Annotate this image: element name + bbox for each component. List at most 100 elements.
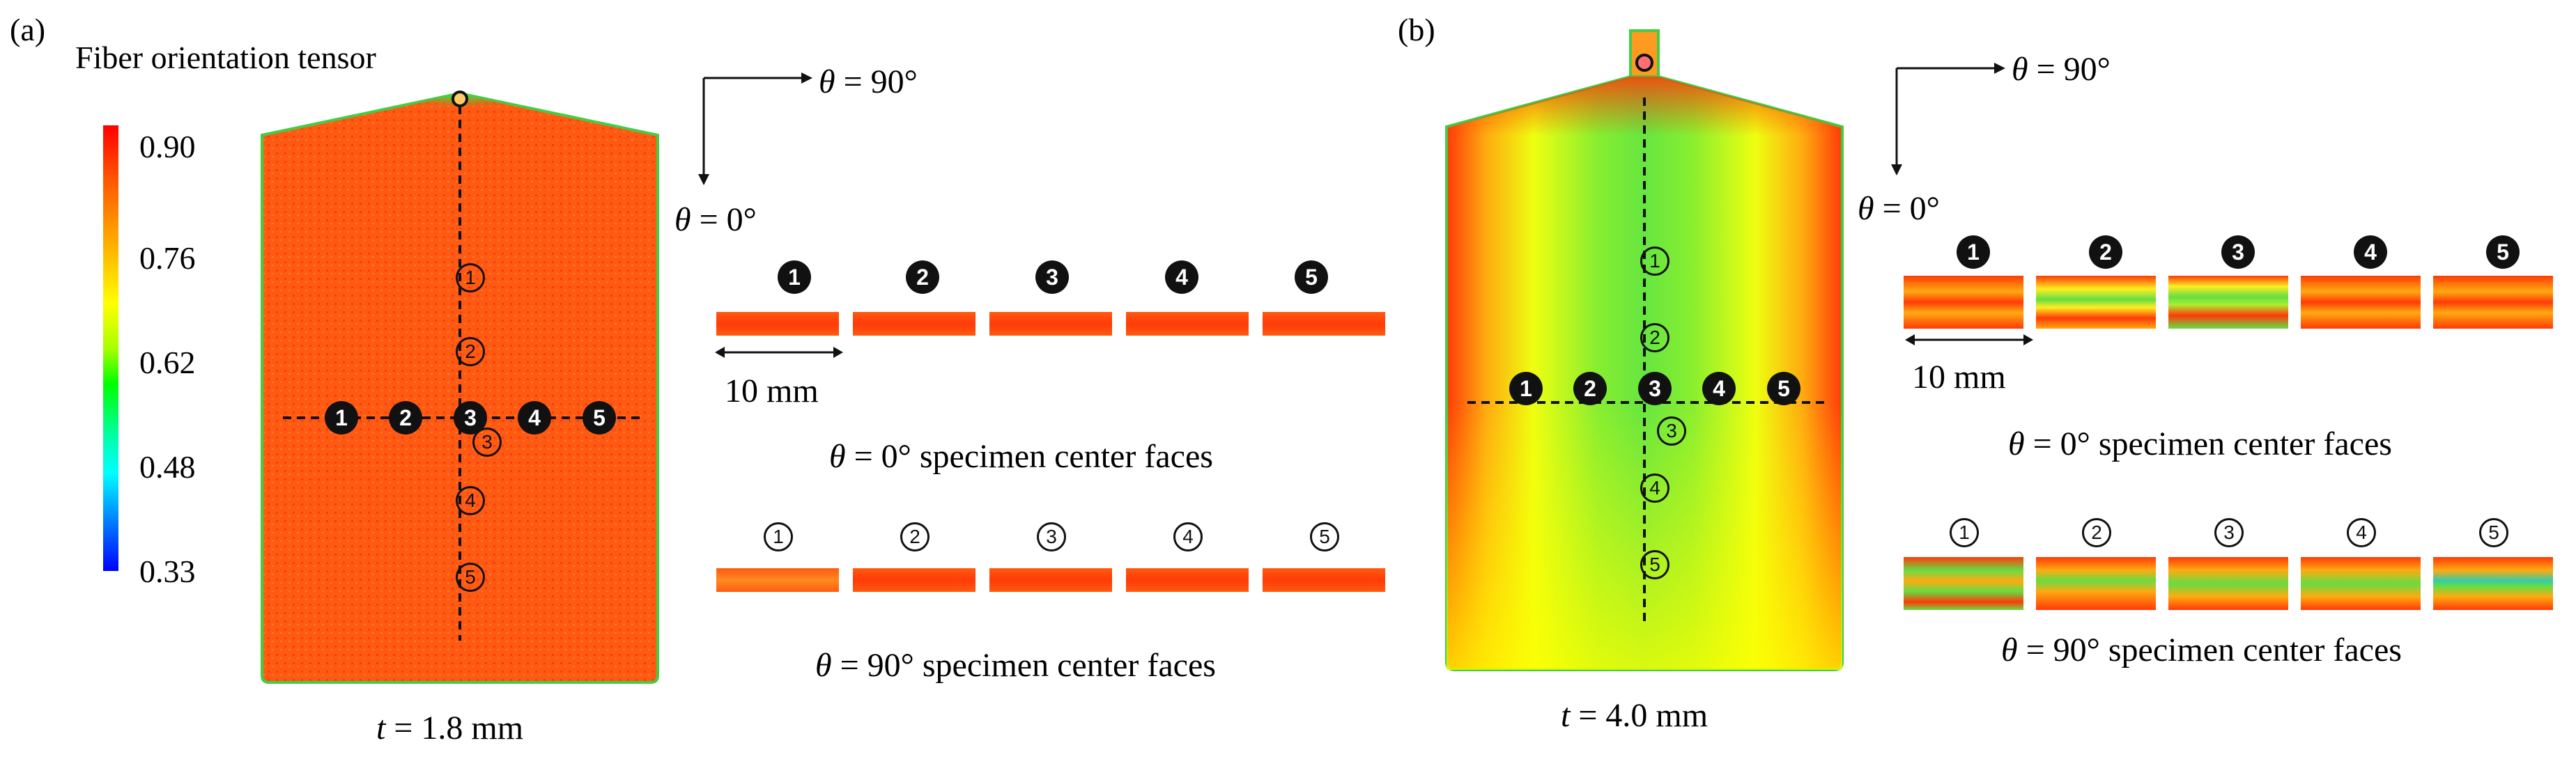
row0-a-marker-1: 1	[778, 260, 811, 294]
row90-b-marker-1: 1	[1950, 518, 1979, 547]
colorbar-tick-0.62: 0.62	[139, 345, 196, 380]
row0-a-marker-2: 2	[906, 260, 939, 294]
row0-b-marker-4: 4	[2354, 235, 2387, 269]
thickness-caption-b: t = 4.0 mm	[1561, 699, 1708, 733]
theta-symbol: θ	[815, 647, 832, 684]
marker-filled-a-5: 5	[583, 401, 616, 435]
row0-caption-b-text: = 0° specimen center faces	[2024, 425, 2392, 462]
marker-open-a-3: 3	[472, 428, 502, 457]
strip-90deg-b-4	[2301, 557, 2421, 610]
marker-filled-b-5: 5	[1767, 372, 1800, 405]
row0-b-marker-2: 2	[2089, 235, 2122, 269]
strip-90deg-a-2	[853, 568, 975, 592]
row90-caption-b-text: = 90° specimen center faces	[2017, 632, 2402, 668]
row90-caption-b: θ = 90° specimen center faces	[2001, 634, 2402, 667]
row0-caption-a-text: = 0° specimen center faces	[845, 438, 1213, 475]
theta-symbol: θ	[829, 438, 846, 475]
marker-filled-a-1: 1	[325, 401, 358, 435]
marker-open-a-5: 5	[456, 563, 485, 592]
row90-b-marker-5: 5	[2479, 518, 2508, 547]
theta-90-b: θ = 90°	[2012, 53, 2111, 86]
colorbar-tick-0.48: 0.48	[139, 449, 196, 485]
strip-0deg-a-2	[853, 312, 975, 336]
thickness-var-a: t	[376, 710, 386, 746]
theta-0-a-value: = 0°	[691, 201, 757, 238]
theta-symbol: θ	[1858, 190, 1874, 227]
row90-a-marker-2: 2	[900, 522, 930, 551]
scale-bar-b	[1905, 334, 2033, 345]
marker-filled-b-3: 3	[1638, 372, 1672, 405]
marker-filled-b-2: 2	[1573, 372, 1607, 405]
thickness-value-a: = 1.8 mm	[385, 710, 524, 746]
theta-0-b-value: = 0°	[1874, 190, 1940, 227]
theta-symbol: θ	[2001, 632, 2018, 668]
marker-open-b-4: 4	[1640, 474, 1669, 503]
theta-symbol: θ	[2012, 51, 2028, 88]
scale-bar-a	[715, 347, 843, 358]
panel-a-label: (a)	[10, 12, 46, 47]
row0-b-marker-1: 1	[1957, 235, 1990, 269]
marker-filled-a-4: 4	[518, 401, 551, 435]
marker-open-a-2: 2	[456, 337, 485, 366]
marker-filled-b-4: 4	[1702, 372, 1736, 405]
strip-90deg-b-5	[2433, 557, 2553, 610]
marker-open-a-1: 1	[456, 263, 485, 292]
row0-b-marker-5: 5	[2486, 235, 2520, 269]
theta-90-a: θ = 90°	[819, 65, 918, 99]
strip-0deg-b-4	[2301, 276, 2421, 329]
strip-90deg-a-3	[989, 568, 1112, 592]
row0-a-marker-3: 3	[1035, 260, 1069, 294]
row90-b-marker-3: 3	[2214, 518, 2244, 547]
colorbar-title: Fiber orientation tensor	[75, 40, 376, 75]
strip-0deg-a-4	[1126, 312, 1249, 336]
marker-open-b-3: 3	[1657, 416, 1686, 446]
theta-symbol: θ	[819, 63, 835, 100]
thickness-value-b: = 4.0 mm	[1570, 697, 1709, 734]
plate-a	[261, 91, 659, 684]
row0-caption-b: θ = 0° specimen center faces	[2008, 428, 2392, 461]
row90-a-marker-3: 3	[1037, 522, 1066, 551]
marker-open-b-5: 5	[1640, 550, 1669, 579]
plate-b	[1445, 29, 1844, 671]
theta-symbol: θ	[674, 201, 691, 238]
row0-b-marker-3: 3	[2221, 235, 2255, 269]
strip-90deg-b-1	[1904, 557, 2023, 610]
colorbar-tick-0.76: 0.76	[139, 240, 196, 276]
row0-caption-a: θ = 0° specimen center faces	[829, 440, 1213, 474]
marker-filled-b-1: 1	[1509, 372, 1543, 405]
strip-0deg-b-3	[2168, 276, 2288, 329]
row0-a-marker-4: 4	[1165, 260, 1198, 294]
axes-arrows-a	[698, 72, 812, 185]
strip-0deg-a-1	[716, 312, 839, 336]
thickness-var-b: t	[1561, 697, 1571, 734]
row90-a-marker-4: 4	[1173, 522, 1203, 551]
marker-open-a-4: 4	[456, 486, 485, 515]
scale-label-a: 10 mm	[725, 373, 819, 409]
strip-0deg-b-1	[1904, 276, 2023, 329]
strip-90deg-a-1	[716, 568, 839, 592]
row90-a-marker-1: 1	[764, 522, 793, 551]
marker-open-b-2: 2	[1640, 323, 1669, 352]
strip-90deg-b-3	[2168, 557, 2288, 610]
strip-90deg-a-4	[1126, 568, 1249, 592]
row90-b-marker-4: 4	[2347, 518, 2376, 547]
thickness-caption-a: t = 1.8 mm	[376, 712, 523, 745]
colorbar	[103, 125, 118, 571]
row0-a-marker-5: 5	[1295, 260, 1328, 294]
marker-open-b-1: 1	[1640, 247, 1669, 276]
strip-90deg-b-2	[2036, 557, 2156, 610]
colorbar-tick-0.33: 0.33	[139, 554, 196, 589]
marker-filled-a-2: 2	[389, 401, 422, 435]
theta-90-a-value: = 90°	[835, 63, 918, 100]
theta-90-b-value: = 90°	[2028, 51, 2111, 88]
strip-90deg-a-5	[1263, 568, 1385, 592]
strip-0deg-a-5	[1263, 312, 1385, 336]
row90-caption-a: θ = 90° specimen center faces	[815, 649, 1216, 682]
row90-a-marker-5: 5	[1310, 522, 1339, 551]
strip-0deg-b-2	[2036, 276, 2156, 329]
row90-caption-a-text: = 90° specimen center faces	[831, 647, 1216, 684]
scale-label-b: 10 mm	[1912, 359, 2006, 396]
theta-0-a: θ = 0°	[674, 203, 757, 237]
strip-0deg-a-3	[989, 312, 1112, 336]
panel-b-label: (b)	[1398, 12, 1435, 47]
